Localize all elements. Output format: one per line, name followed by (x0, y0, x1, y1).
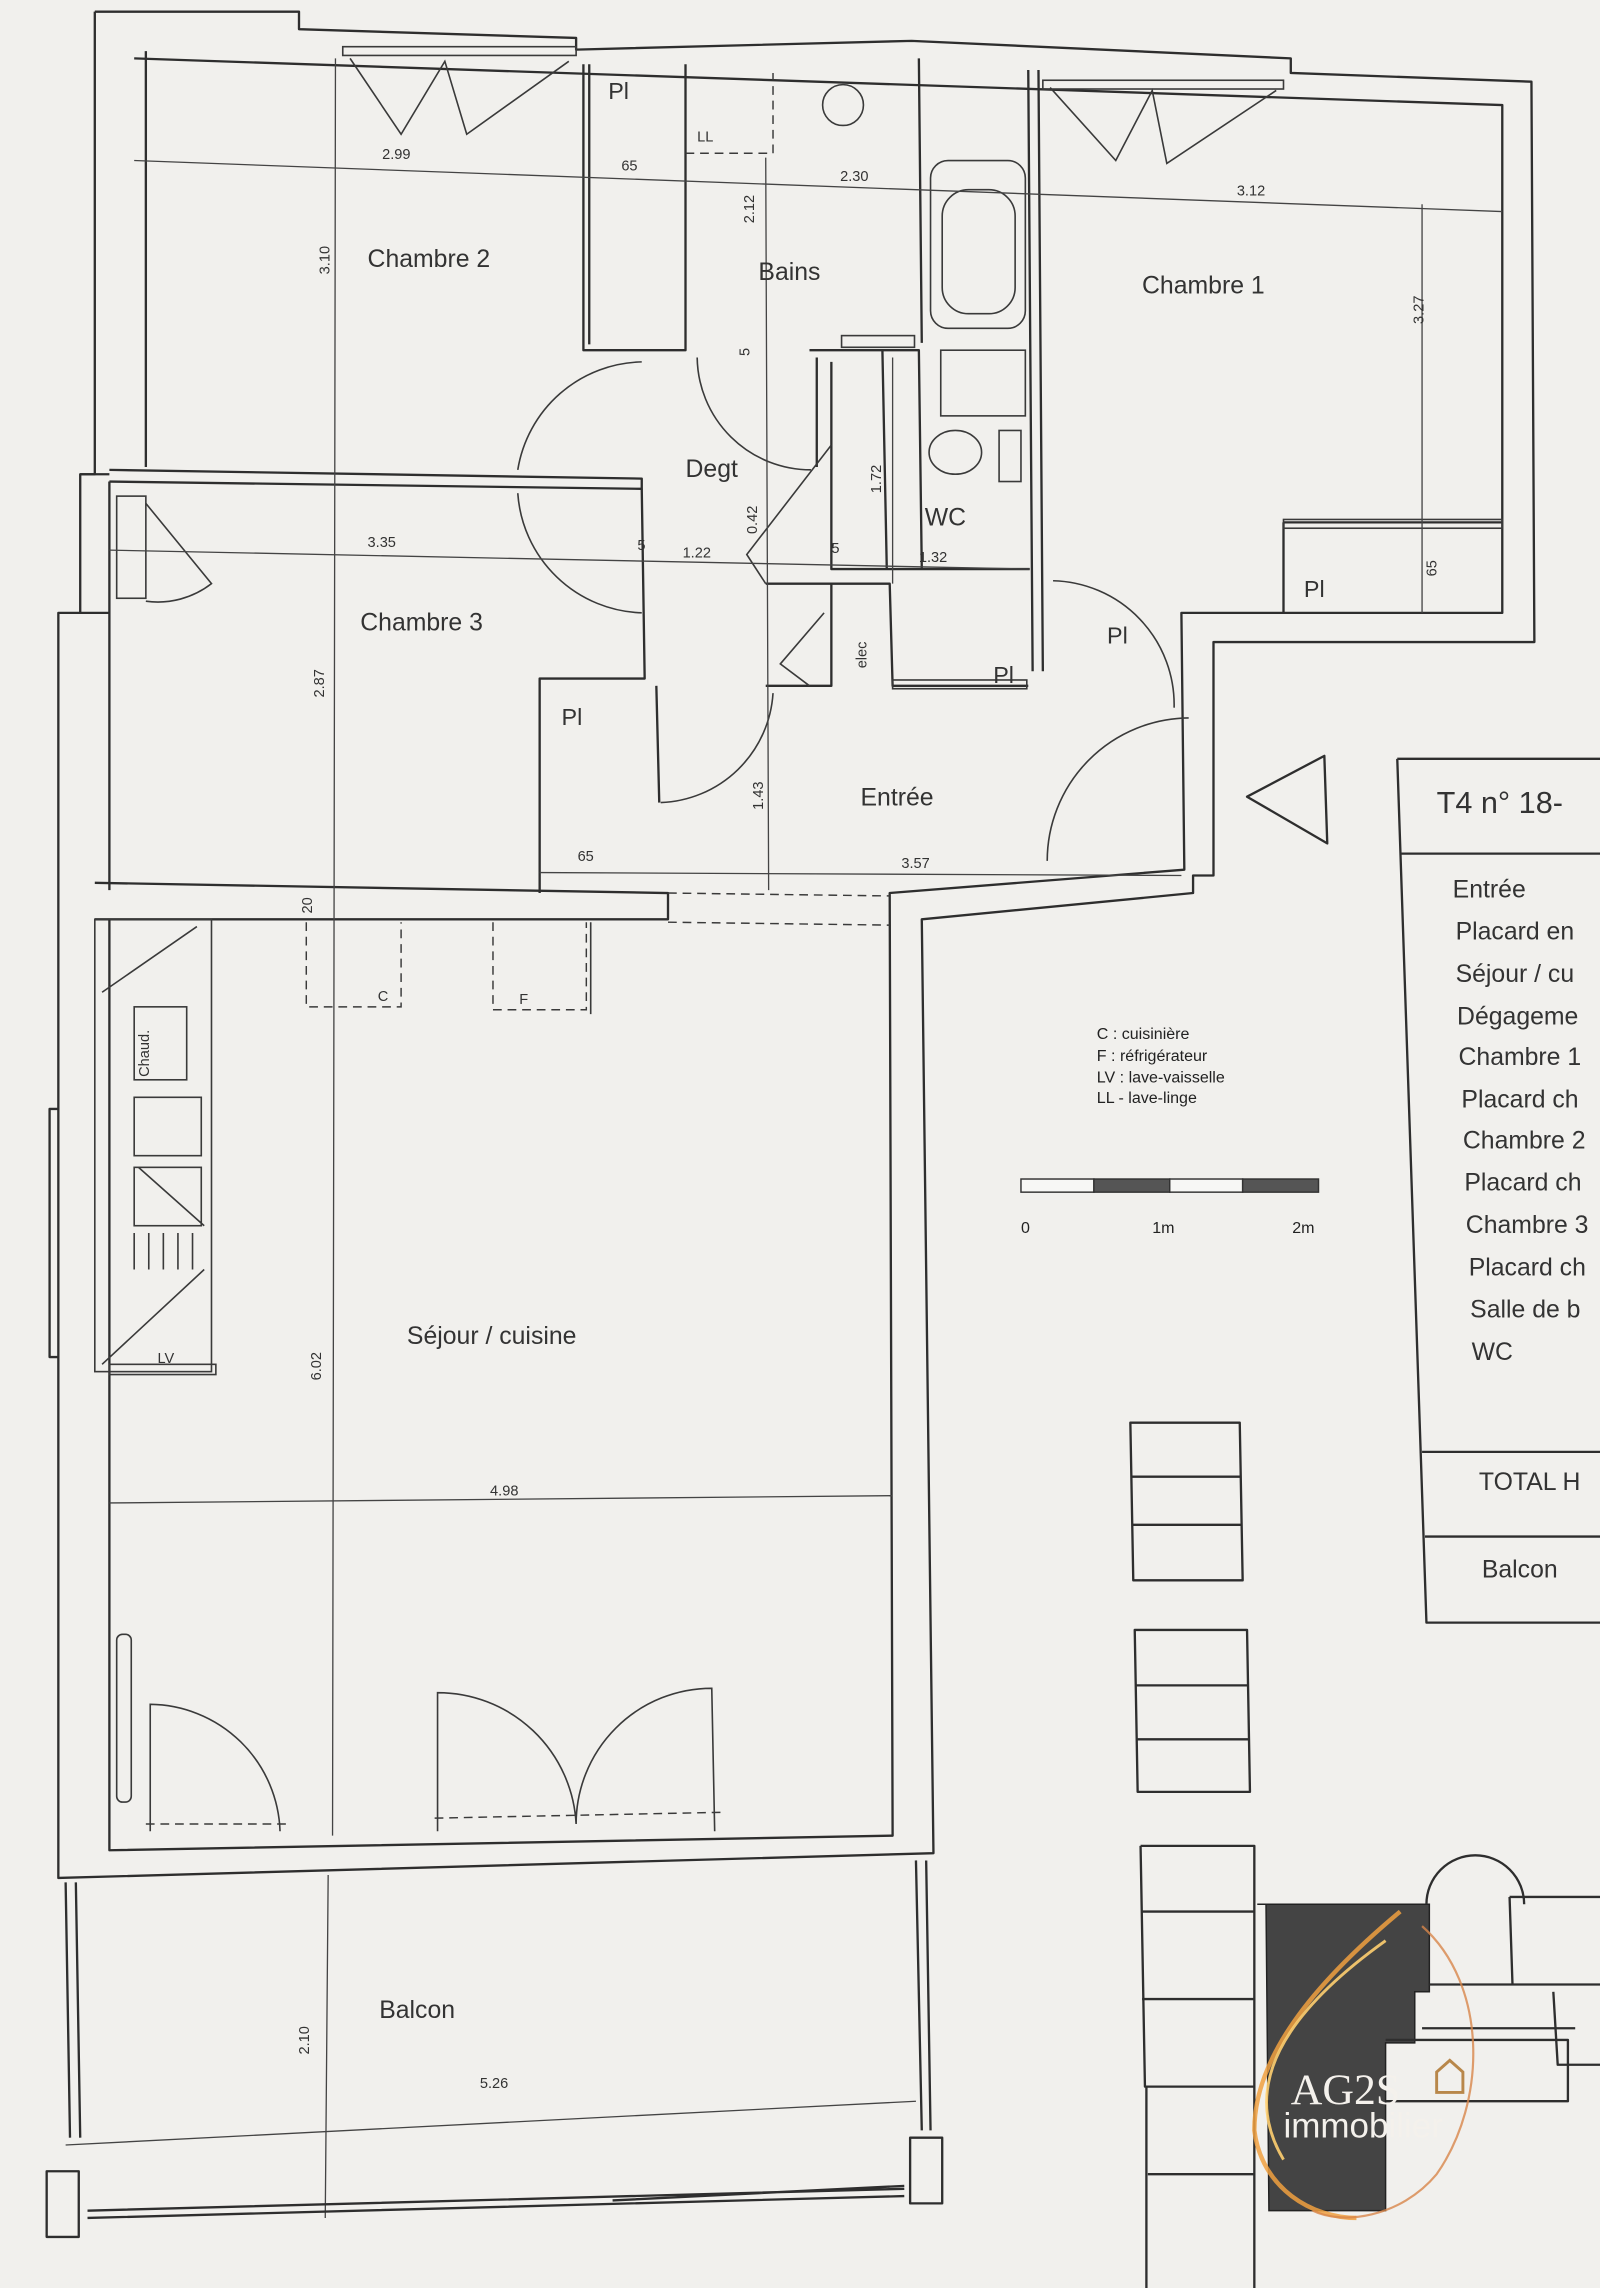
legend-item: C : cuisinière (1097, 1025, 1190, 1043)
placard-label: Pl (562, 704, 583, 730)
legend-item: LL - lave-linge (1097, 1089, 1197, 1107)
dim-label: 1.43 (751, 781, 767, 809)
dim-label: 6.02 (309, 1352, 325, 1380)
table-row: Salle de b (1470, 1297, 1580, 1324)
bathtub-icon (929, 159, 1027, 330)
dim-label: 3.27 (1412, 296, 1428, 324)
dim-label: 4.98 (490, 1484, 518, 1500)
site-plan (1129, 1421, 1600, 2288)
dim-label: 2.12 (742, 195, 758, 223)
logo-brand: AG2S (1291, 2066, 1400, 2114)
dim-label: 5.26 (480, 2076, 508, 2092)
dim-label: 2.87 (312, 669, 328, 697)
room-label-chambre-2: Chambre 2 (368, 246, 491, 273)
toilet-icon (928, 429, 983, 476)
placard-label: Pl (993, 662, 1014, 688)
placard-label: Pl (608, 78, 629, 104)
dim-label: 5 (637, 538, 645, 554)
table-row: Chambre 2 (1463, 1127, 1586, 1154)
scale-label: 1m (1152, 1219, 1174, 1237)
table-balcon: Balcon (1482, 1556, 1558, 1583)
scale-label: 0 (1021, 1219, 1030, 1237)
legend: C : cuisinière F : réfrigérateur LV : la… (1097, 1025, 1225, 1107)
dim-label: 0.42 (745, 506, 761, 534)
table-row: Entrée (1453, 876, 1526, 903)
sink-icon (821, 83, 865, 127)
exterior-walls (48, 10, 1536, 1880)
table-total: TOTAL H (1479, 1469, 1580, 1496)
dim-label: 65 (578, 849, 594, 865)
fixture-label-ll: LL (697, 130, 713, 146)
entrance-arrow-icon (1245, 754, 1329, 845)
doors (145, 357, 1189, 1832)
dim-label: 2.99 (382, 147, 410, 163)
dim-label: 1.32 (919, 550, 947, 566)
room-label-chambre-1: Chambre 1 (1142, 272, 1265, 299)
dim-label: 20 (300, 897, 316, 913)
logo-subtitle: immobilier (1284, 2107, 1444, 2146)
table-row: Chambre 1 (1459, 1044, 1582, 1071)
dim-label: 5 (738, 348, 754, 356)
fixture-label-f: F (519, 992, 528, 1008)
room-label-entree: Entrée (861, 784, 934, 811)
room-label-bains: Bains (758, 259, 820, 286)
fixture-label-lv: LV (158, 1351, 175, 1367)
dim-label: 65 (621, 159, 637, 175)
room-label-chambre-3: Chambre 3 (360, 609, 483, 636)
dimension-lines (65, 58, 1503, 2218)
balcony (45, 1860, 944, 2239)
agency-logo: AG2S immobilier (1252, 1909, 1475, 2221)
room-label-sejour: Séjour / cuisine (407, 1323, 577, 1350)
dim-label: 5 (831, 541, 839, 557)
windows (115, 45, 1285, 603)
dim-label: 2.30 (840, 169, 868, 185)
table-row: Placard ch (1464, 1170, 1581, 1197)
dim-label: 2.10 (297, 2026, 313, 2054)
table-row: Chambre 3 (1466, 1212, 1589, 1239)
table-row: WC (1472, 1339, 1513, 1366)
dim-label: 3.57 (901, 856, 929, 872)
house-icon (1435, 2058, 1465, 2094)
dim-label: 65 (1425, 560, 1441, 576)
fixture-label-elec: elec (854, 642, 870, 669)
legend-item: LV : lave-vaisselle (1097, 1069, 1225, 1087)
table-row: Séjour / cu (1456, 961, 1575, 988)
placard-label: Pl (1107, 622, 1128, 648)
room-label-wc: WC (925, 504, 966, 531)
dim-label: 1.22 (683, 545, 711, 561)
table-title: T4 n° 18- (1437, 786, 1563, 820)
table-row: Placard ch (1469, 1254, 1586, 1281)
dim-label: 3.10 (318, 246, 334, 274)
table-row: Placard en (1456, 919, 1575, 946)
scale-label: 2m (1292, 1219, 1314, 1237)
room-label-degt: Degt (686, 456, 738, 483)
table-row: Placard ch (1461, 1087, 1578, 1114)
table-row: Dégageme (1457, 1003, 1578, 1030)
dimension-labels: 2.99 65 2.30 3.12 3.10 2.12 3.27 65 5 1.… (297, 147, 1440, 2092)
fixture-label-c: C (378, 989, 389, 1005)
scale-bar: 0 1m 2m (1020, 1178, 1320, 1237)
placard-label: Pl (1304, 576, 1325, 602)
dim-label: 1.72 (869, 465, 885, 493)
dim-label: 3.12 (1237, 184, 1265, 200)
fixtures (94, 72, 1504, 1803)
legend-item: F : réfrigérateur (1097, 1047, 1208, 1065)
surface-table: T4 n° 18- Entrée Placard en Séjour / cu … (1396, 757, 1600, 1624)
dim-label: 3.35 (368, 535, 396, 551)
room-label-balcon: Balcon (379, 1997, 455, 2024)
interior-walls (94, 58, 1503, 926)
fixture-label-chaud: Chaud. (137, 1030, 153, 1077)
